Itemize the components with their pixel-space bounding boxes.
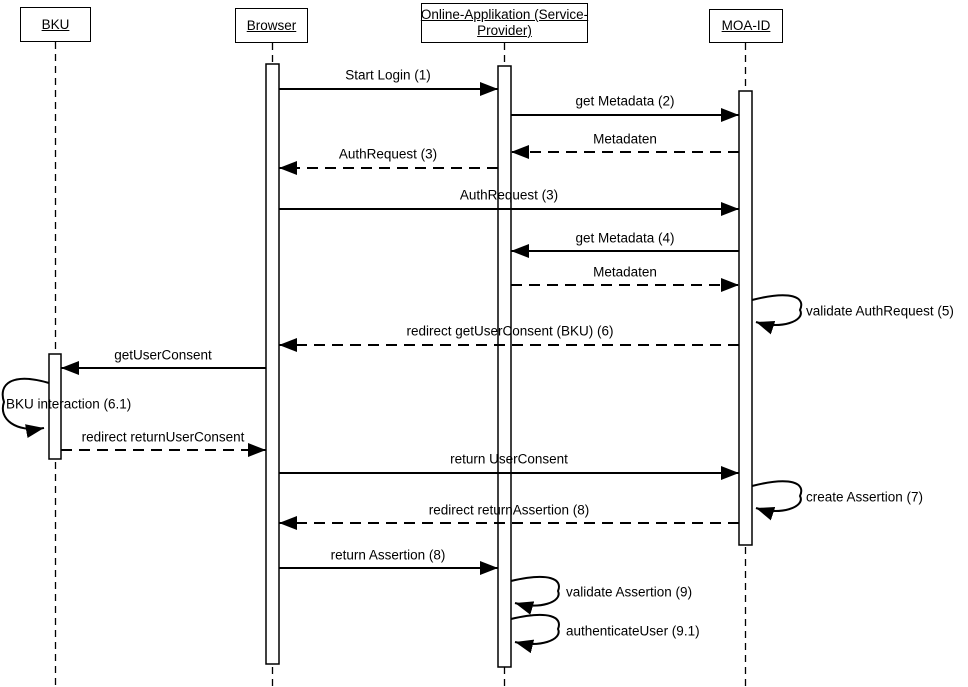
actor-online-applikation: Online-Applikation (Service- Provider) [421,3,588,43]
label-redirect-returnuserconsent: redirect returnUserConsent [81,429,245,445]
label-validate-assertion: validate Assertion (9) [566,584,693,600]
self-message-loops [1,294,803,654]
actor-browser-label: Browser [246,17,297,33]
label-metadaten-2: Metadaten [593,264,657,280]
activation-bar-online-applikation [497,65,512,668]
label-get-metadata-4: get Metadata (4) [575,230,675,246]
actor-moa-id-label: MOA-ID [721,18,771,33]
label-create-assertion: create Assertion (7) [806,489,924,505]
actor-online-applikation-label-line1: Online-Applikation (Service- [420,7,589,22]
activation-bar-browser [265,63,280,665]
loop-validate-authrequest [751,294,803,335]
loop-create-assertion [751,480,803,521]
label-return-assertion: return Assertion (8) [330,547,446,563]
actor-online-applikation-label-line2: Provider) [477,23,532,38]
actor-browser: Browser [235,8,308,43]
loop-authenticateuser [510,613,560,654]
loop-bku-interaction [1,377,50,439]
label-metadaten-1: Metadaten [593,131,657,147]
activation-bars [48,63,753,668]
label-authrequest-to-moa: AuthRequest (3) [459,187,559,203]
activation-bar-moa-id [738,90,753,546]
activation-bar-bku [48,353,62,460]
label-return-userconsent: return UserConsent [450,451,568,467]
label-get-metadata-2: get Metadata (2) [575,93,675,109]
label-authrequest-to-browser: AuthRequest (3) [338,146,438,162]
actor-bku: BKU [20,7,91,42]
label-start-login: Start Login (1) [345,67,431,83]
label-redirect-getuserconsent: redirect getUserConsent (BKU) (6) [406,323,614,339]
label-redirect-returnassertion: redirect returnAssertion (8) [428,502,590,518]
label-getuserconsent: getUserConsent [114,347,212,363]
loop-validate-assertion [510,575,560,615]
actor-bku-label: BKU [41,16,70,32]
label-authenticateuser: authenticateUser (9.1) [566,623,700,639]
message-arrows [61,82,739,575]
label-bku-interaction: BKU interaction (6.1) [6,396,132,412]
label-validate-authrequest: validate AuthRequest (5) [806,303,954,319]
actor-moa-id: MOA-ID [709,9,783,43]
